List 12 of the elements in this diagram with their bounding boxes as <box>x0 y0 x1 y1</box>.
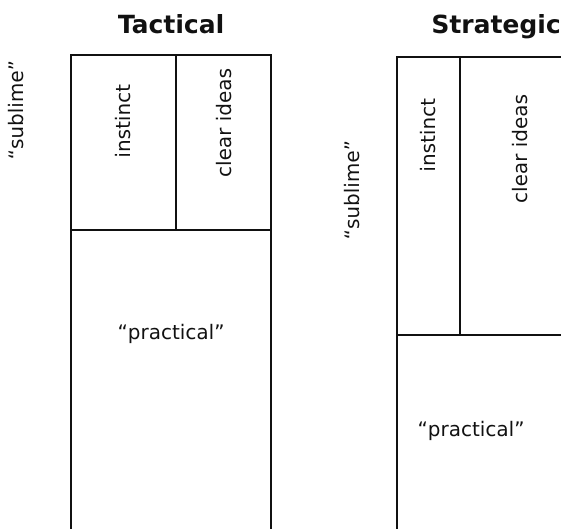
grid-cell <box>396 56 461 336</box>
cell-label: clear ideas <box>212 68 236 177</box>
side-label: “sublime” <box>340 140 364 240</box>
grid-cell <box>70 54 177 231</box>
cell-label: “practical” <box>417 417 525 441</box>
side-label: “sublime” <box>4 60 28 160</box>
cell-label: instinct <box>416 98 440 172</box>
cell-label: “practical” <box>117 320 225 344</box>
cell-label: clear ideas <box>508 94 532 203</box>
column-heading: Tactical <box>116 10 226 39</box>
column-heading: Strategic <box>430 10 561 39</box>
cell-label: instinct <box>110 84 134 158</box>
